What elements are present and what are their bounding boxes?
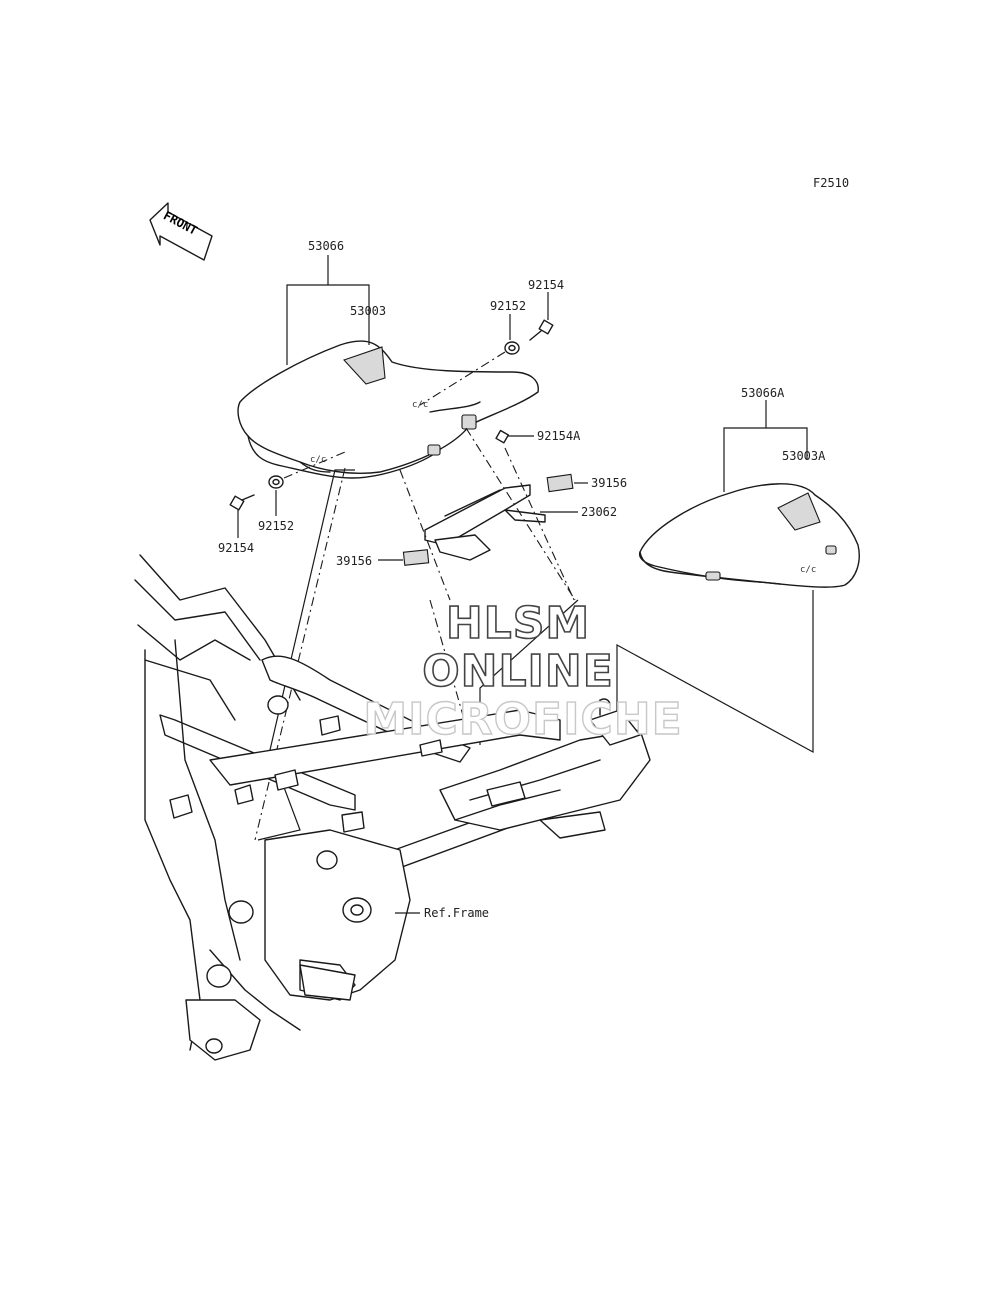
motorcycle-frame xyxy=(134,554,651,1061)
seat-cover-53066A: c/c xyxy=(638,483,860,588)
label-92152-left: 92152 xyxy=(258,519,294,533)
bolt-92154-left xyxy=(229,494,255,511)
watermark-line1: HLSM xyxy=(446,598,590,649)
damper-39156-left xyxy=(402,549,430,566)
label-53003: 53003 xyxy=(350,304,386,318)
label-92154A: 92154A xyxy=(537,429,581,443)
label-39156-left: 39156 xyxy=(336,554,372,568)
label-92154-top: 92154 xyxy=(528,278,564,292)
svg-text:c/c: c/c xyxy=(310,455,326,465)
label-92152-top: 92152 xyxy=(490,299,526,313)
label-53066: 53066 xyxy=(308,239,344,253)
washer-92152-left xyxy=(268,475,284,489)
svg-text:c/c: c/c xyxy=(800,565,816,575)
label-53003A: 53003A xyxy=(782,449,826,463)
front-arrow-icon: FRONT xyxy=(149,202,213,261)
label-ref-frame: Ref.Frame xyxy=(424,906,489,920)
washer-92152-top xyxy=(504,341,520,355)
bolt-92154A xyxy=(495,429,510,444)
figure-code: F2510 xyxy=(813,176,849,190)
watermark-line2: ONLINE xyxy=(422,646,614,697)
rider-seat: c/c c/c xyxy=(237,340,539,479)
watermark-line3: MICROFICHE xyxy=(363,694,682,745)
bolt-92154-top xyxy=(529,319,554,341)
label-23062: 23062 xyxy=(581,505,617,519)
bracket-23062 xyxy=(424,484,546,561)
label-39156-right: 39156 xyxy=(591,476,627,490)
damper-39156-right xyxy=(546,473,574,493)
label-92154-left: 92154 xyxy=(218,541,254,555)
watermark: HLSM ONLINE MICROFICHE xyxy=(363,597,683,746)
label-53066A: 53066A xyxy=(741,386,785,400)
